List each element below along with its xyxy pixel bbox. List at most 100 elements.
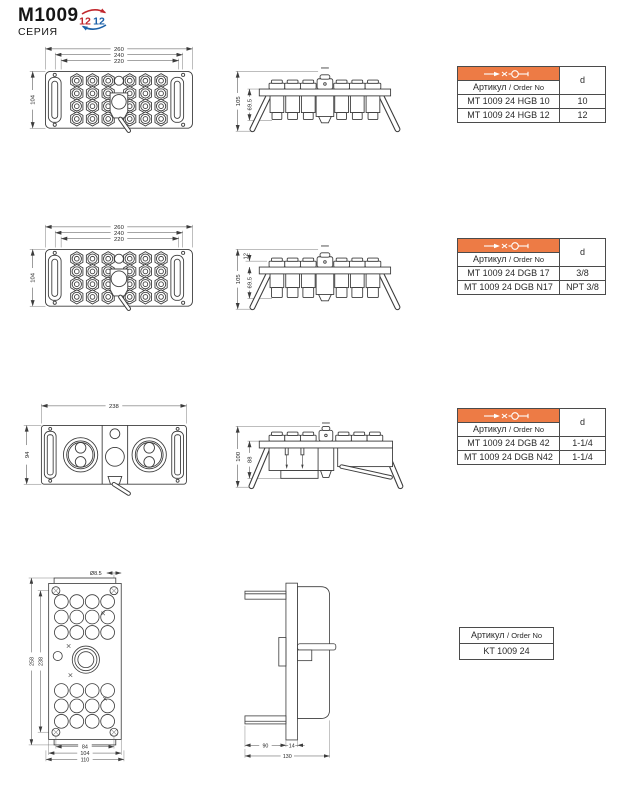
order-header-en: / Order No bbox=[507, 630, 543, 640]
dimension-label: 104 bbox=[31, 272, 37, 283]
top-connector bbox=[318, 429, 334, 442]
order-no: MT 1009 24 HGB 12 bbox=[457, 108, 560, 123]
order-header-ru: Артикул bbox=[472, 81, 507, 92]
dimension-label: 238 bbox=[38, 657, 44, 666]
cable-gland-icon bbox=[483, 411, 529, 420]
d-value: NPT 3/8 bbox=[559, 280, 606, 295]
top-glands bbox=[268, 79, 382, 90]
large-gland-left bbox=[63, 437, 99, 473]
top-glands bbox=[268, 431, 384, 442]
cable-gland-icon bbox=[483, 241, 529, 250]
order-header-ru: Артикул bbox=[472, 253, 507, 264]
left-handle bbox=[43, 430, 57, 479]
top-arm bbox=[244, 590, 287, 600]
dimension-label: 12 bbox=[244, 253, 250, 260]
lower-cylinders bbox=[269, 95, 381, 120]
large-gland-right bbox=[131, 437, 167, 473]
dimension-label: 220 bbox=[114, 237, 125, 243]
dimension-label: 88 bbox=[248, 456, 254, 463]
contact-pins bbox=[284, 447, 305, 470]
dimension-label: 69.5 bbox=[248, 98, 254, 110]
hole-grid-bottom bbox=[54, 683, 115, 729]
dimension-label: 240 bbox=[114, 53, 125, 59]
dimension-label: 104 bbox=[31, 94, 37, 105]
gland-symbol-cell bbox=[457, 408, 560, 423]
right-handle bbox=[171, 430, 184, 479]
central-gland bbox=[109, 268, 129, 297]
cable-gland-icon bbox=[483, 69, 529, 78]
dimension-label: 105 bbox=[236, 274, 242, 285]
left-box-step bbox=[280, 470, 319, 479]
order-no: KT 1009 24 bbox=[459, 643, 554, 660]
central-body bbox=[315, 273, 335, 295]
dgb17-side-view-drawing: 105 12 69.5 bbox=[234, 245, 401, 311]
right-handle bbox=[170, 254, 185, 301]
order-no-header: Артикул / Order No bbox=[457, 252, 560, 267]
d-value: 12 bbox=[559, 108, 606, 123]
gland-symbol-cell bbox=[457, 66, 560, 81]
dimension-label: 130 bbox=[283, 754, 292, 760]
order-header-en: / Order No bbox=[509, 424, 545, 434]
order-table-kt: Артикул / Order No KT 1009 24 bbox=[459, 627, 554, 660]
blue-arrow-icon bbox=[81, 24, 107, 31]
dimension-label: 104 bbox=[80, 751, 89, 757]
order-no: MT 1009 24 HGB 10 bbox=[457, 94, 560, 109]
order-no-header: Артикул / Order No bbox=[457, 80, 560, 95]
central-body bbox=[317, 447, 335, 471]
corner-holes bbox=[51, 586, 119, 737]
central-ring bbox=[71, 645, 100, 674]
dimension-label: 14 bbox=[289, 743, 295, 749]
body-side bbox=[297, 586, 330, 719]
dimension-label: 84 bbox=[82, 745, 88, 751]
dimension-label: 110 bbox=[81, 757, 90, 763]
order-header-ru: Артикул bbox=[470, 629, 505, 640]
hole-grid-top bbox=[54, 594, 115, 640]
gland-symbol-cell bbox=[457, 238, 560, 253]
central-gland bbox=[105, 446, 125, 467]
dimension-label: 220 bbox=[114, 59, 125, 65]
order-no-header: Артикул / Order No bbox=[459, 627, 554, 644]
mounting-marks bbox=[66, 611, 107, 701]
dimension-label: 69.5 bbox=[248, 276, 254, 288]
right-box bbox=[337, 447, 394, 468]
d-value: 1-1/4 bbox=[559, 436, 606, 451]
hex-gland-group-right bbox=[123, 251, 168, 305]
central-body bbox=[315, 95, 335, 117]
dimension-label: Ø8.5 bbox=[90, 571, 102, 577]
d-value: 10 bbox=[559, 94, 606, 109]
left-handle bbox=[47, 76, 62, 123]
top-connector bbox=[316, 256, 334, 268]
hgb-top-view-drawing: 260 240 220 104 bbox=[29, 45, 193, 133]
pilot-hole bbox=[113, 75, 124, 86]
kt-bottom-view-drawing: Ø8.5 258 238 84 bbox=[28, 571, 125, 763]
series-brand: M1009 СЕРИЯ bbox=[18, 6, 79, 38]
order-header-ru: Артикул bbox=[472, 423, 507, 434]
dgb42-side-view-drawing: 100 88 bbox=[234, 422, 404, 490]
order-header-en: / Order No bbox=[509, 82, 545, 92]
left-handle bbox=[47, 254, 62, 301]
entries-count-badge: 12 12 bbox=[79, 8, 107, 31]
lower-cylinders bbox=[269, 273, 381, 298]
hex-gland-group-left bbox=[70, 251, 115, 305]
plate-edge bbox=[258, 266, 392, 275]
dimension-label: 105 bbox=[236, 96, 242, 107]
dimension-label: 100 bbox=[236, 451, 242, 462]
top-connector bbox=[316, 78, 334, 90]
dimension-label: 260 bbox=[114, 47, 125, 53]
order-no-header: Артикул / Order No bbox=[457, 422, 560, 437]
order-no: MT 1009 24 DGB N17 bbox=[457, 280, 560, 295]
pilot-hole bbox=[109, 428, 121, 440]
hex-gland-group-right bbox=[123, 73, 168, 127]
dimension-label: 240 bbox=[114, 231, 125, 237]
dgb17-top-view-drawing: 260 240 220 104 bbox=[29, 223, 193, 311]
dimension-label: 94 bbox=[25, 451, 31, 458]
order-no: MT 1009 24 DGB N42 bbox=[457, 450, 560, 465]
order-header-en: / Order No bbox=[509, 254, 545, 264]
plate-edge bbox=[258, 440, 394, 449]
